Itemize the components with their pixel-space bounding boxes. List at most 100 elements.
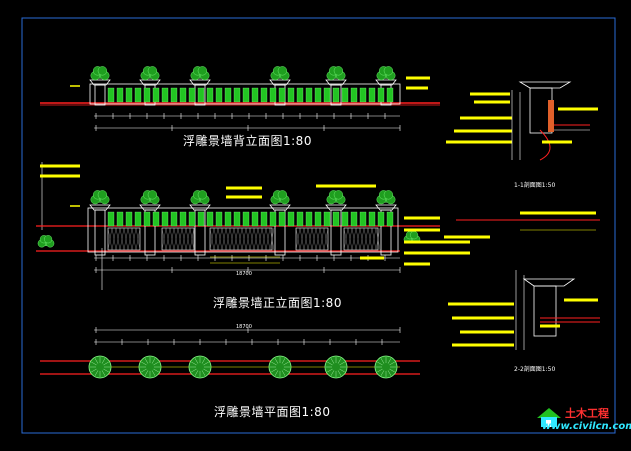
- hedge-segment: [170, 211, 178, 227]
- hatch-line: [295, 227, 301, 251]
- plant-icon: [326, 66, 346, 81]
- hatch-line: [299, 227, 305, 251]
- hatch-line: [269, 227, 275, 251]
- hatch-line: [131, 227, 137, 251]
- hatch-line: [261, 227, 267, 251]
- hatch-line: [209, 227, 215, 251]
- tree-plan-icon: [374, 355, 398, 379]
- hedge-segment: [215, 87, 223, 103]
- hatch-line: [107, 227, 113, 251]
- plant-icon: [376, 66, 396, 81]
- planter-post: [139, 79, 161, 86]
- relief-panel: [295, 227, 329, 251]
- hedge-segment: [107, 211, 115, 227]
- hatch-line: [343, 227, 349, 251]
- planter-post: [375, 79, 397, 86]
- section-1-label: 1-1剖面图1:50: [514, 182, 556, 189]
- hatch-line: [253, 227, 259, 251]
- planter-post: [325, 79, 347, 86]
- hatch-line: [217, 227, 223, 251]
- hedge-segment: [116, 211, 124, 227]
- post: [94, 209, 106, 256]
- hatch-line: [221, 227, 227, 251]
- hedge-segment: [305, 87, 313, 103]
- planter-post: [189, 204, 211, 211]
- hedge-segment: [197, 211, 205, 227]
- post: [330, 209, 342, 256]
- hedge-segment: [251, 211, 259, 227]
- hedge-segment: [287, 87, 295, 103]
- hatch-line: [359, 227, 365, 251]
- plant-icon: [140, 190, 160, 205]
- tree-plan-icon: [268, 355, 292, 379]
- plant-icon: [270, 66, 290, 81]
- hedge-segment: [323, 87, 331, 103]
- hatch-line: [315, 227, 321, 251]
- hatch-line: [177, 227, 183, 251]
- hedge-segment: [242, 211, 250, 227]
- plant-icon: [326, 190, 346, 205]
- hedge-segment: [161, 87, 169, 103]
- hedge-segment: [188, 211, 196, 227]
- hatch-line: [189, 227, 195, 251]
- planter-post: [269, 79, 291, 86]
- hatch-line: [347, 227, 353, 251]
- hedge-segment: [359, 87, 367, 103]
- hedge-segment: [314, 87, 322, 103]
- relief-panel: [107, 227, 141, 251]
- relief-panel: [161, 227, 195, 251]
- plant-icon: [190, 66, 210, 81]
- hedge-segment: [179, 87, 187, 103]
- title-back-elevation: 浮雕景墙背立面图1:80: [183, 134, 312, 148]
- hedge-segment: [188, 87, 196, 103]
- hedge-segment: [125, 87, 133, 103]
- back-elevation: [40, 66, 440, 131]
- post: [94, 84, 106, 106]
- hedge-segment: [125, 211, 133, 227]
- hatch-line: [185, 227, 191, 251]
- front-elevation: [36, 162, 470, 290]
- section-2-2: [444, 211, 600, 350]
- hedge-segment: [152, 87, 160, 103]
- planter-post: [89, 204, 111, 211]
- hedge-segment: [224, 87, 232, 103]
- hedge-segment: [368, 211, 376, 227]
- hatch-line: [363, 227, 369, 251]
- tree-plan-icon: [188, 355, 212, 379]
- tree-plan-icon: [138, 355, 162, 379]
- hedge-segment: [206, 87, 214, 103]
- plant-icon: [140, 66, 160, 81]
- hatch-line: [123, 227, 129, 251]
- hedge-segment: [134, 87, 142, 103]
- title-front-elevation: 浮雕景墙正立面图1:80: [213, 296, 342, 310]
- hatch-line: [241, 227, 247, 251]
- watermark-url[interactable]: www.civilcn.com: [542, 421, 631, 432]
- planter-post: [269, 204, 291, 211]
- planter-post: [375, 204, 397, 211]
- hedge-segment: [206, 211, 214, 227]
- hedge-segment: [179, 211, 187, 227]
- hedge-segment: [269, 211, 277, 227]
- planter-post: [189, 79, 211, 86]
- hedge-segment: [197, 87, 205, 103]
- hedge-segment: [170, 87, 178, 103]
- hedge-segment: [296, 87, 304, 103]
- plant-icon: [270, 190, 290, 205]
- tree-plan-icon: [324, 355, 348, 379]
- hatch-line: [181, 227, 187, 251]
- hedge-segment: [134, 211, 142, 227]
- hedge-segment: [152, 211, 160, 227]
- hatch-line: [375, 227, 381, 251]
- hedge-segment: [143, 211, 151, 227]
- hatch-line: [111, 227, 117, 251]
- hatch-line: [237, 227, 243, 251]
- hatch-line: [115, 227, 121, 251]
- hedge-segment: [314, 211, 322, 227]
- hatch-line: [303, 227, 309, 251]
- hedge-segment: [161, 211, 169, 227]
- hatch-line: [213, 227, 219, 251]
- hedge-segment: [332, 211, 340, 227]
- hedge-segment: [143, 87, 151, 103]
- hedge-segment: [341, 87, 349, 103]
